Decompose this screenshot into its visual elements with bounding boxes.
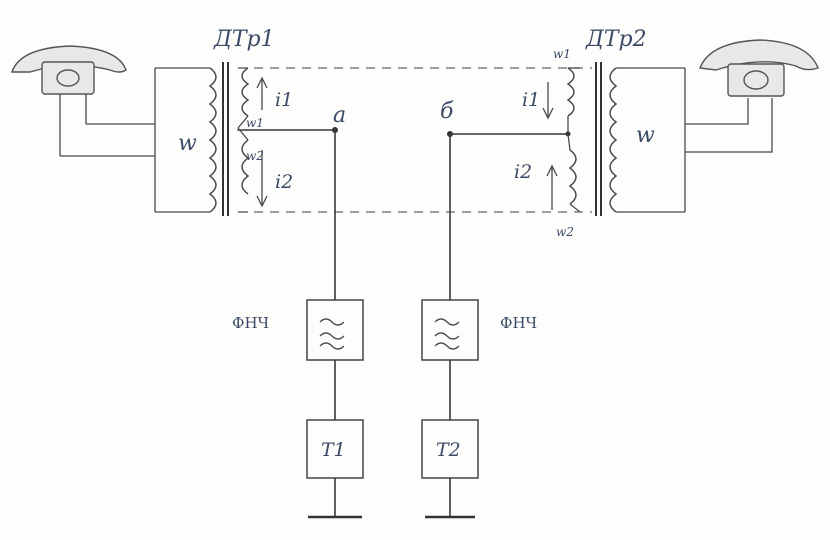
right-filter-label: ФНЧ <box>500 314 537 332</box>
left-line-winding: w <box>60 67 217 213</box>
left-telephone-icon <box>11 45 127 156</box>
node-b-label: б <box>440 99 454 124</box>
right-transformer-label: ДТр2 <box>585 27 647 52</box>
right-i2-label: i2 <box>514 161 532 183</box>
left-i2-label: i2 <box>275 171 293 193</box>
left-i1-label: i1 <box>275 89 293 111</box>
right-terminal-label: T2 <box>436 439 461 461</box>
right-w1-label: w1 <box>553 47 571 61</box>
right-filter-block <box>421 299 479 361</box>
left-terminal-label: T1 <box>321 439 346 461</box>
node-a-label: a <box>333 103 346 128</box>
left-filter-block <box>306 299 364 361</box>
left-transformer-label: ДТр1 <box>213 27 275 52</box>
left-w1-label: w1 <box>246 116 264 130</box>
left-w2-label: w2 <box>246 149 264 163</box>
left-w-label: w <box>178 131 197 156</box>
right-w2-label: w2 <box>556 225 574 239</box>
right-i1-label: i1 <box>522 89 540 111</box>
left-secondary-windings: w1 w2 i1 i2 <box>237 67 336 213</box>
right-w-label: w <box>636 123 655 148</box>
left-filter-label: ФНЧ <box>232 314 269 332</box>
right-secondary-windings: i1 i2 w1 w2 <box>514 47 581 239</box>
right-telephone-icon <box>699 39 819 97</box>
right-line-winding: w <box>609 67 773 213</box>
